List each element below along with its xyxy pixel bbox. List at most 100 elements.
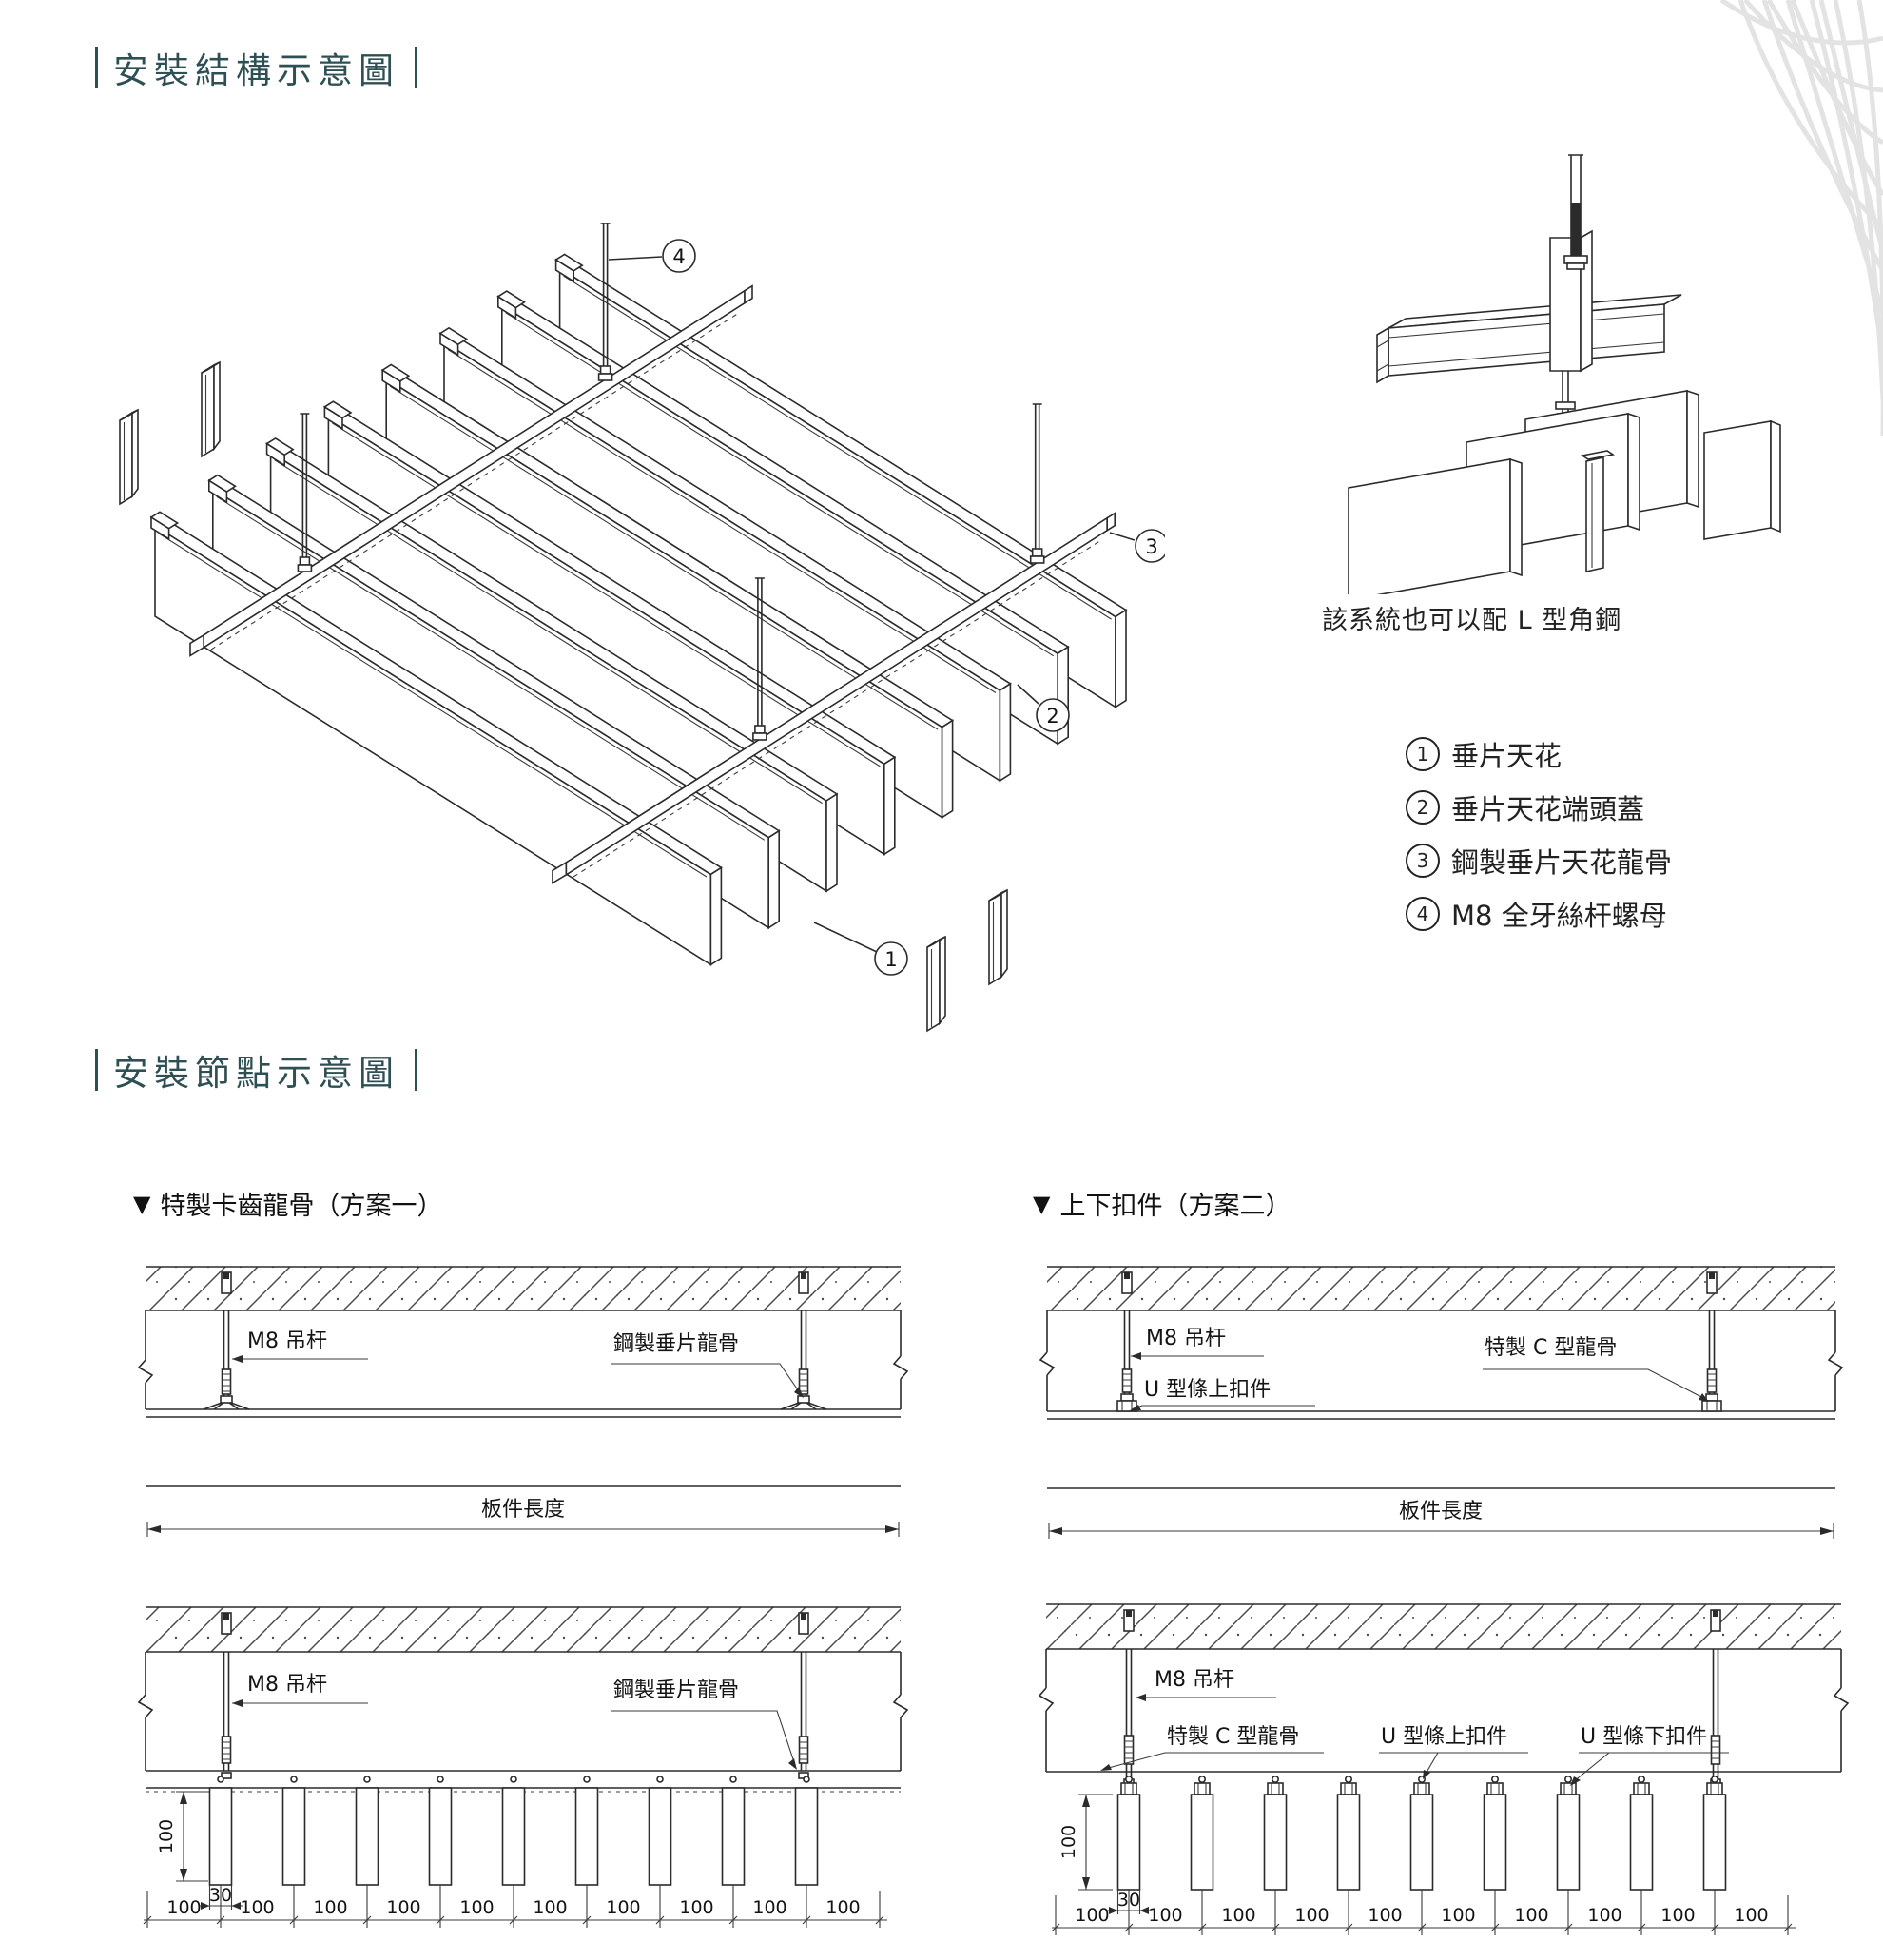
legend-item-3: 3 鋼製垂片天花龍骨	[1406, 841, 1672, 881]
spacing-100: 100	[1368, 1905, 1402, 1926]
callout-3-number: 3	[1145, 535, 1157, 558]
fin-row	[208, 1787, 819, 1886]
hanger-label: M8 吊杆	[1155, 1668, 1234, 1692]
hanger-rod	[597, 223, 613, 381]
hanger-assembly	[1116, 1271, 1137, 1412]
legend-item-1: 1 垂片天花	[1406, 734, 1672, 774]
height-dimension: 100	[156, 1791, 208, 1882]
callout-2: 2	[1017, 684, 1070, 732]
spacing-100: 100	[166, 1897, 201, 1918]
dim-100-vertical: 100	[156, 1819, 177, 1853]
hanger-label: M8 吊杆	[247, 1673, 327, 1697]
spacing-100: 100	[825, 1897, 860, 1918]
threaded-rod	[1563, 154, 1588, 270]
spacing-dimension-row: 100 100 100 100 100 100 100 100 100 100	[1051, 1890, 1796, 1935]
title-bar-right	[415, 47, 417, 88]
upper-clip-label: U 型條上扣件	[1144, 1378, 1271, 1402]
hanger-rod	[752, 577, 767, 741]
legend-num-1: 1	[1406, 737, 1440, 771]
section2-title: 安裝節點示意圖	[95, 1044, 417, 1096]
legend-label-3: 鋼製垂片天花龍骨	[1451, 846, 1673, 879]
callout-4-number: 4	[672, 245, 685, 268]
spacing-100: 100	[1294, 1905, 1329, 1926]
legend-label-1: 垂片天花	[1451, 740, 1563, 772]
hanger-assembly	[203, 1271, 250, 1410]
section2-title-text: 安裝節點示意圖	[113, 1053, 399, 1094]
ceiling-slab-hatch	[146, 1267, 901, 1310]
spacing-100: 100	[386, 1897, 420, 1918]
legend-label-2: 垂片天花端頭蓋	[1451, 793, 1645, 825]
page-title: 安裝結構示意圖	[113, 50, 399, 91]
plan1-header-text: 特製卡齒龍骨（方案一）	[160, 1192, 443, 1221]
keel-label: 鋼製垂片龍骨	[613, 1332, 739, 1356]
detail-caption: 該系統也可以配 L 型角鋼	[1322, 606, 1622, 635]
legend-num-4: 4	[1406, 897, 1440, 931]
hanger-rod	[297, 413, 313, 572]
dim-100-vertical: 100	[1058, 1825, 1079, 1859]
height-dimension: 100	[1058, 1794, 1113, 1891]
plan2-header: ▼ 上下扣件（方案二）	[1033, 1185, 1291, 1222]
callout-1: 1	[813, 922, 908, 976]
hanger-assembly	[798, 1612, 809, 1779]
ceiling-slab-hatch	[1046, 1604, 1841, 1649]
callout-4: 4	[608, 239, 696, 273]
title-bar-left	[95, 1049, 98, 1091]
upper-clip-label: U 型條上扣件	[1381, 1725, 1507, 1749]
panel-length-label: 板件長度	[481, 1498, 565, 1522]
ceiling-slab-hatch	[1047, 1267, 1835, 1310]
detail-end-cap	[1580, 450, 1616, 572]
hanger-assembly	[221, 1612, 232, 1779]
legend-item-4: 4 M8 全牙絲杆螺母	[1406, 894, 1672, 934]
spacing-100: 100	[313, 1897, 347, 1918]
panel-length-label: 板件長度	[1399, 1500, 1483, 1523]
spacing-100: 100	[459, 1897, 494, 1918]
spacing-100: 100	[1075, 1905, 1109, 1926]
ceiling-slab-hatch	[146, 1607, 901, 1652]
hanger-rods	[297, 223, 1045, 741]
spacing-100: 100	[1734, 1905, 1768, 1926]
spacing-100: 100	[533, 1897, 567, 1918]
plan1-header: ▼ 特製卡齒龍骨（方案一）	[133, 1185, 442, 1222]
hanger-assembly	[1701, 1271, 1722, 1412]
plan2-spacing-section: M8 吊杆 特製 C 型龍骨 U 型條上扣件 U 型條下扣件 100 30 10…	[1039, 1603, 1850, 1935]
spacing-100: 100	[1660, 1905, 1695, 1926]
plan1-spacing-section: M8 吊杆 鋼製垂片龍骨 100 30 100 100 100 100 100 …	[138, 1606, 908, 1928]
spacing-100: 100	[240, 1897, 274, 1918]
carrier-rail-2	[552, 512, 1116, 884]
title-bar-left	[95, 47, 98, 88]
triangle-marker-icon: ▼	[133, 1190, 151, 1217]
keel-label: 鋼製垂片龍骨	[613, 1679, 739, 1702]
hanger-rod	[1029, 403, 1045, 564]
spacing-100: 100	[1441, 1905, 1475, 1926]
spacing-100: 100	[1221, 1905, 1255, 1926]
spacing-dimension-row: 100 100 100 100 100 100 100 100 100 100	[143, 1885, 887, 1928]
spacing-100: 100	[1148, 1905, 1182, 1926]
legend-label-4: M8 全牙絲杆螺母	[1451, 900, 1667, 932]
plan2-length-section: M8 吊杆 U 型條上扣件 特製 C 型龍骨 板件長度	[1039, 1266, 1843, 1539]
hanger-label: M8 吊杆	[1146, 1327, 1226, 1350]
legend-num-3: 3	[1406, 844, 1440, 878]
detail-fins	[1348, 389, 1781, 594]
title-bar-right	[415, 1049, 417, 1091]
legend-item-2: 2 垂片天花端頭蓋	[1406, 787, 1672, 827]
keel-label: 特製 C 型龍骨	[1485, 1336, 1617, 1360]
legend-num-2: 2	[1406, 790, 1440, 825]
spacing-100: 100	[1514, 1905, 1548, 1926]
callout-2-number: 2	[1046, 705, 1058, 728]
spacing-100: 100	[1587, 1905, 1621, 1926]
callout-3: 3	[1109, 529, 1165, 563]
corner-decoration	[1719, 0, 1883, 436]
l-angle-detail-diagram	[1348, 154, 1781, 594]
parts-legend: 1 垂片天花 2 垂片天花端頭蓋 3 鋼製垂片天花龍骨 4 M8 全牙絲杆螺母	[1406, 734, 1672, 934]
hanger-label: M8 吊杆	[247, 1329, 327, 1353]
spacing-100: 100	[752, 1897, 786, 1918]
plan2-header-text: 上下扣件（方案二）	[1059, 1192, 1291, 1221]
spacing-100: 100	[606, 1897, 640, 1918]
callout-1-number: 1	[884, 948, 897, 971]
triangle-marker-icon: ▼	[1033, 1190, 1051, 1217]
fin-row	[1116, 1776, 1727, 1891]
lower-clip-label: U 型條下扣件	[1581, 1725, 1707, 1749]
section1-title: 安裝結構示意圖	[95, 42, 417, 93]
hanger-assembly	[780, 1271, 827, 1410]
spacing-100: 100	[679, 1897, 713, 1918]
